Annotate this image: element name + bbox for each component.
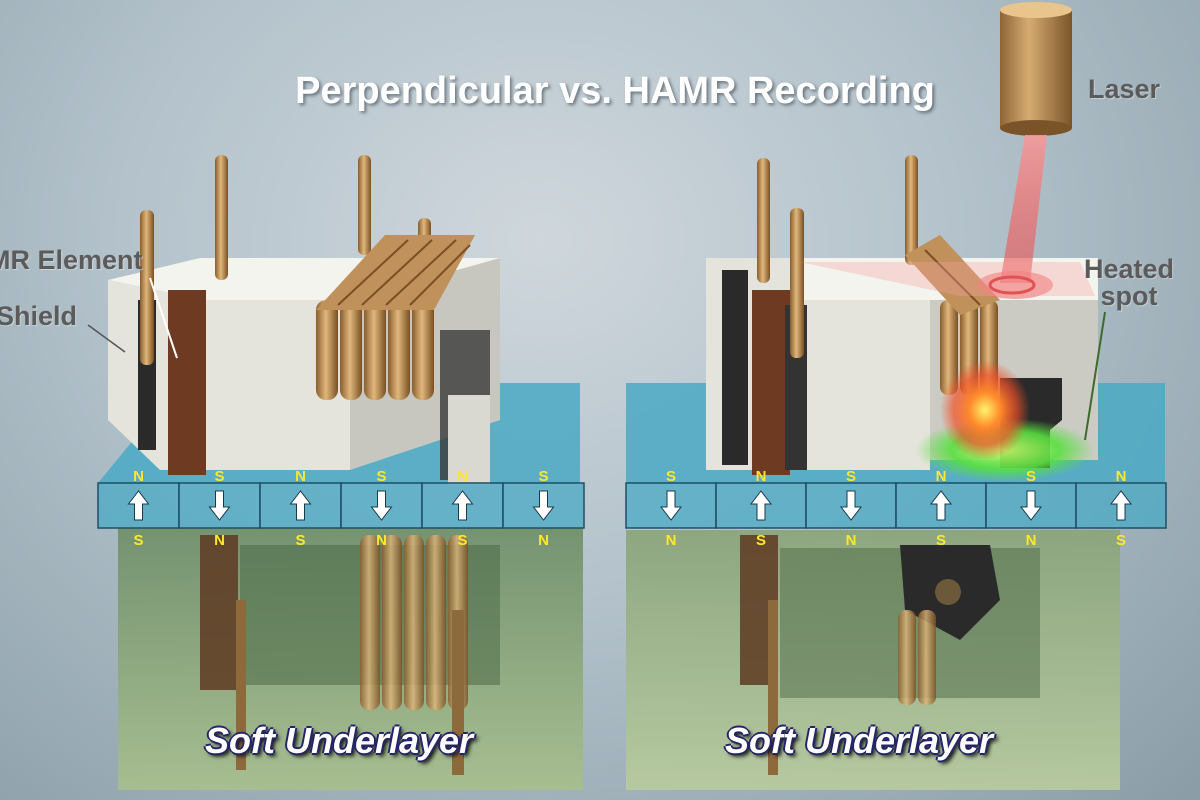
pole-label-bottom: N: [846, 532, 857, 549]
pole-label-top: S: [214, 468, 224, 485]
mr-element-pointer: [149, 277, 178, 359]
arrow-down-icon: [839, 490, 863, 521]
bit-cell: SN: [502, 468, 585, 549]
pole-label-top: N: [756, 468, 767, 485]
arrow-down-icon: [370, 490, 393, 521]
arrow-down-icon: [532, 490, 555, 521]
mr-element-strip-right: [752, 290, 790, 475]
pole-label-top: N: [1116, 468, 1127, 485]
bit-cell: SN: [985, 468, 1077, 549]
pole-label-bottom: N: [1026, 532, 1037, 549]
arrow-up-icon: [289, 490, 312, 521]
arrow-up-icon: [929, 490, 953, 521]
lead-rod-2-left: [215, 155, 228, 280]
pole-label-bottom: S: [133, 532, 143, 549]
dark-cutout-hole-right: [935, 579, 961, 605]
lead-rod-1-right: [757, 158, 770, 283]
pole-label-top: N: [457, 468, 468, 485]
shield-label: Shield: [0, 301, 78, 331]
laser-label: Laser: [1088, 74, 1161, 104]
bit-cell: SN: [178, 468, 261, 549]
pole-label-top: N: [133, 468, 144, 485]
bit-cell: SN: [340, 468, 423, 549]
arrow-down-icon: [208, 490, 231, 521]
mr-element-strip-left: [168, 290, 206, 475]
bit-cell: NS: [1075, 468, 1167, 549]
pole-label-bottom: N: [214, 532, 225, 549]
coil-left: [316, 235, 475, 400]
mr-strip-reflection-left: [200, 535, 238, 690]
lead-rod-2-right: [790, 208, 804, 358]
pole-label-bottom: N: [666, 532, 677, 549]
lead-rod-reflection-left: [236, 600, 246, 770]
page-title: Perpendicular vs. HAMR Recording: [295, 70, 935, 112]
coil-reflection-right: [898, 610, 936, 705]
pole-label-top: S: [538, 468, 548, 485]
pole-label-top: N: [936, 468, 947, 485]
pole-label-bottom: N: [376, 532, 387, 549]
bit-cell: SN: [625, 468, 717, 549]
soft-underlayer-label-right: Soft Underlayer: [725, 720, 994, 761]
laser-beam: [1000, 135, 1047, 283]
bit-cell: SN: [805, 468, 897, 549]
arrow-down-icon: [1019, 490, 1043, 521]
pole-label-bottom: S: [1116, 532, 1126, 549]
pole-label-top: S: [666, 468, 676, 485]
pole-label-top: S: [846, 468, 856, 485]
laser-emitter: [1000, 2, 1072, 136]
bit-cell: NS: [715, 468, 807, 549]
laser-hit-ring: [988, 275, 1036, 295]
lead-rod-1-left: [140, 210, 154, 365]
arrow-up-icon: [451, 490, 474, 521]
bit-cell: NS: [421, 468, 504, 549]
pole-label-top: N: [295, 468, 306, 485]
lead-rod-reflection-right: [768, 600, 778, 775]
arrow-down-icon: [659, 490, 683, 521]
pole-label-bottom: S: [756, 532, 766, 549]
shield-dark-right: [722, 270, 748, 465]
pole-label-bottom: S: [457, 532, 467, 549]
lead-rod-3-left: [358, 155, 371, 255]
bit-cell: NS: [895, 468, 987, 549]
coil-reflection-left: [360, 535, 468, 710]
pole-label-bottom: N: [538, 532, 549, 549]
arrow-up-icon: [749, 490, 773, 521]
pole-block-left: [448, 395, 490, 485]
laser-spread-top: [800, 262, 1095, 296]
pole-label-bottom: S: [936, 532, 946, 549]
bit-cell: NS: [97, 468, 180, 549]
heated-spot-core: [940, 360, 1030, 460]
pole-label-bottom: S: [295, 532, 305, 549]
shield-pointer: [87, 324, 126, 353]
bit-cell: NS: [259, 468, 342, 549]
lead-rod-3-right: [905, 155, 918, 265]
heated-spot-pointer: [1084, 311, 1106, 441]
arrow-up-icon: [1109, 490, 1133, 521]
lead-rod-reflection-left-2: [452, 610, 464, 775]
arrow-up-icon: [127, 490, 150, 521]
mr-element-label: MR Element: [0, 245, 143, 275]
pole-label-top: S: [376, 468, 386, 485]
soft-underlayer-label-left: Soft Underlayer: [205, 720, 474, 761]
pole-label-top: S: [1026, 468, 1036, 485]
heated-spot-label: Heated spot: [1083, 254, 1175, 311]
